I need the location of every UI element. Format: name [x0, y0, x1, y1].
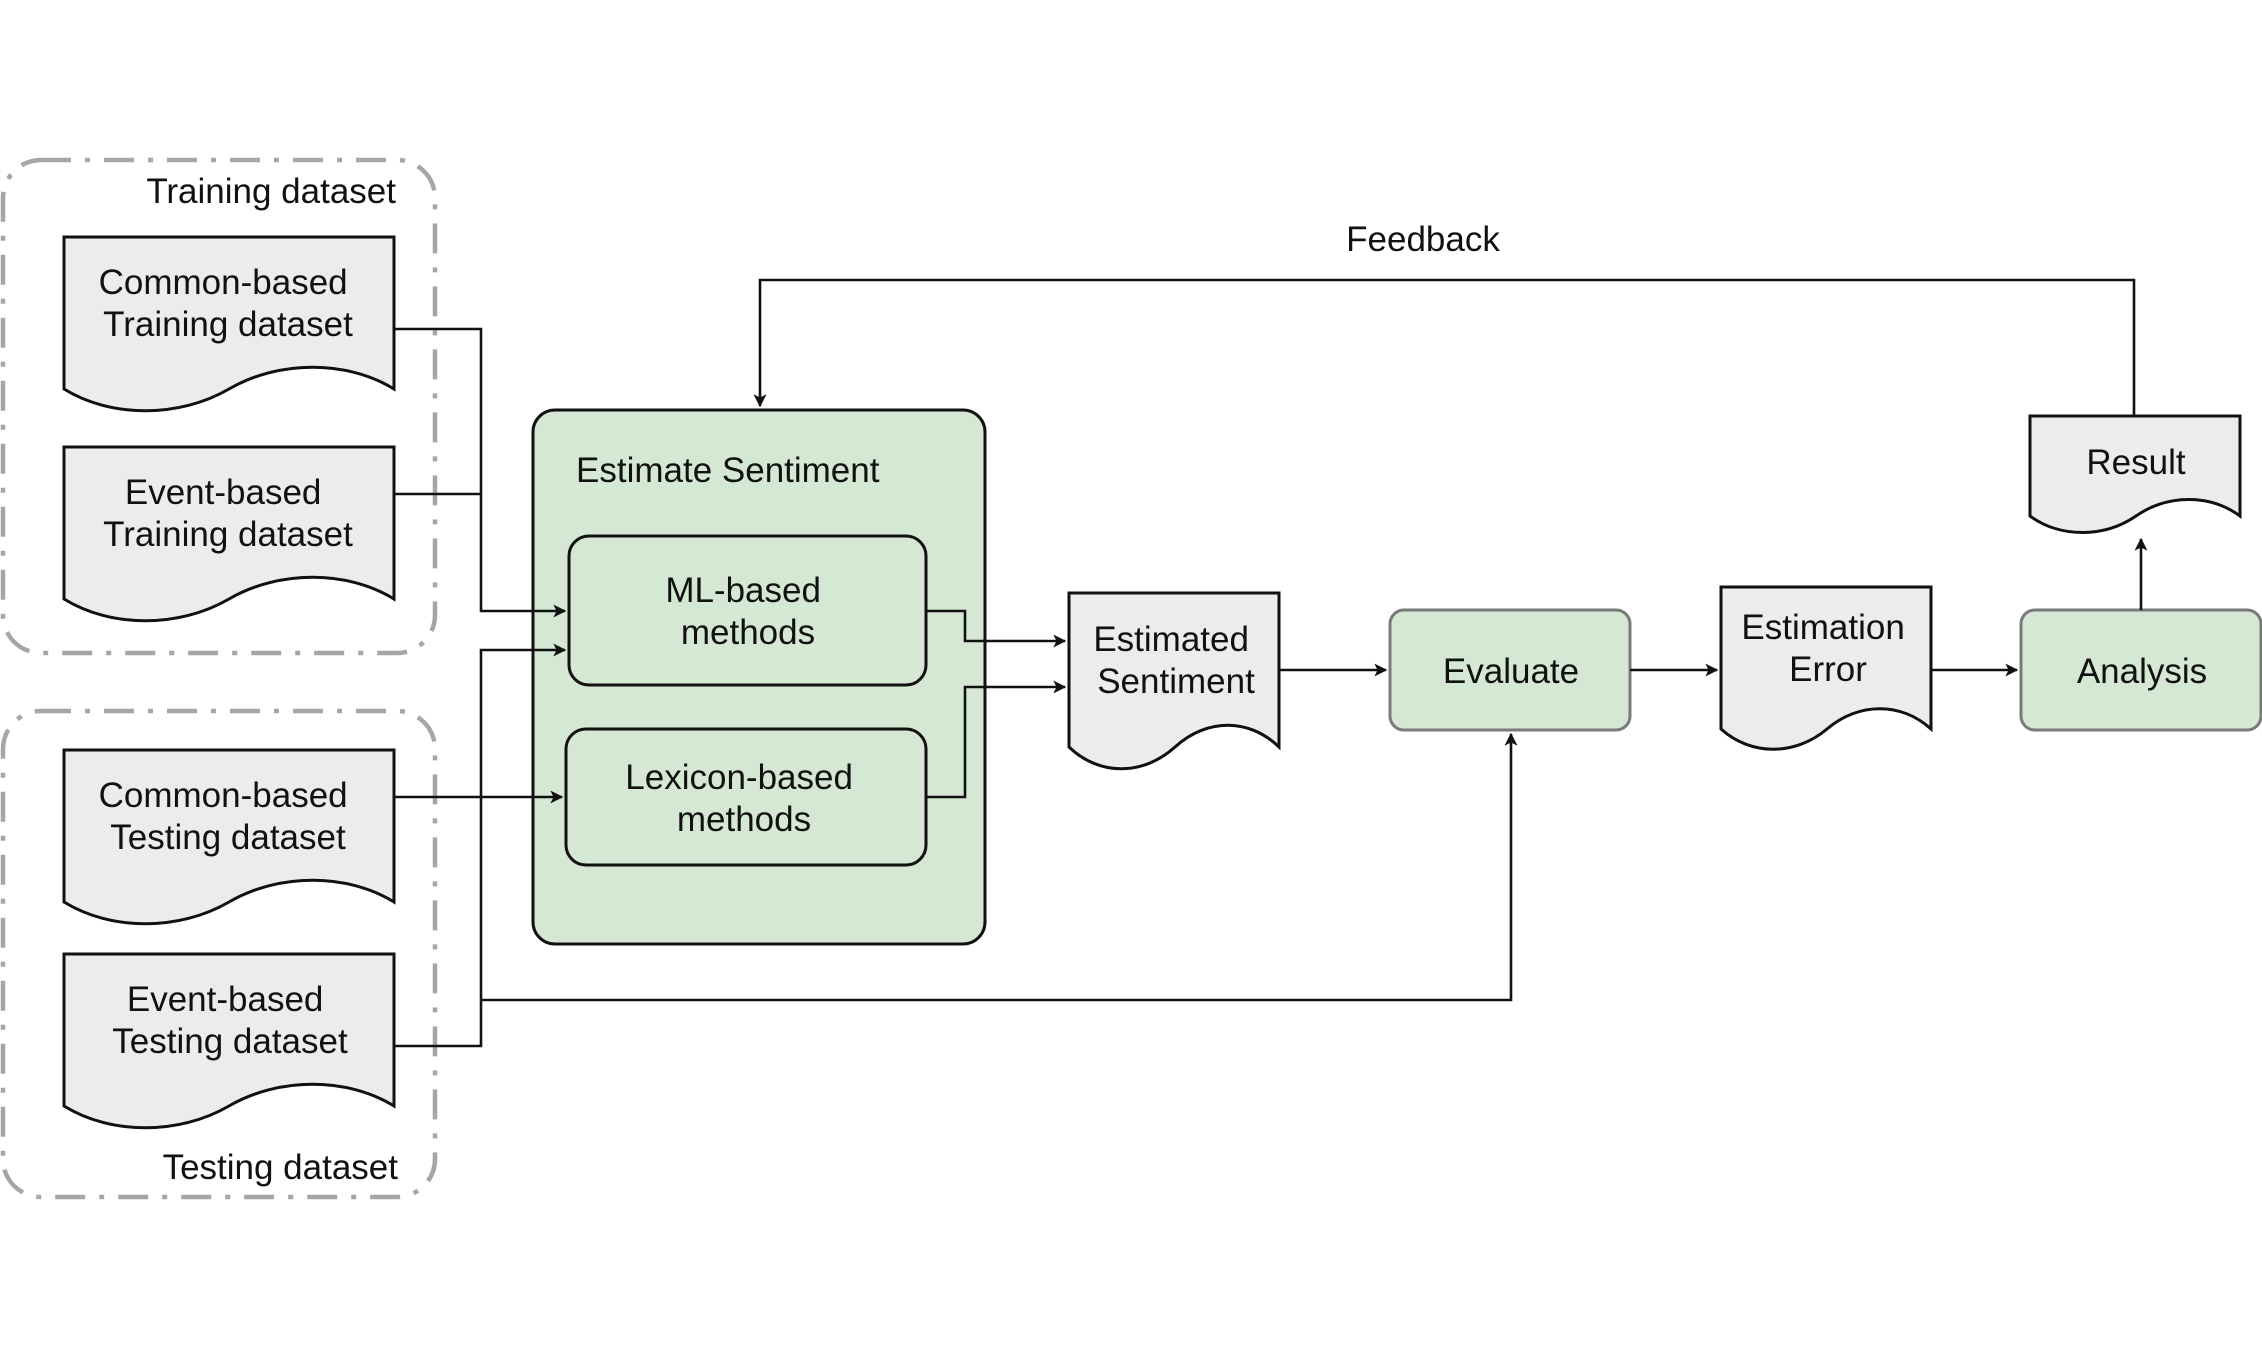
estimation-error-document[interactable]: Estimation Error — [1719, 585, 1933, 751]
testing-dataset-group: Testing dataset — [0, 708, 438, 1200]
result-document[interactable]: Result — [2028, 414, 2242, 534]
svg-text:Event-based Training dat: Event-based Training dataset — [103, 473, 353, 554]
doc-line: Event-based — [127, 980, 324, 1019]
testing-group-label: Testing dataset — [163, 1148, 399, 1187]
edge-ml-to-estimated — [926, 609, 1067, 648]
edge-common-training — [394, 327, 567, 618]
doc-line: Testing dataset — [112, 1022, 348, 1061]
doc-line: Testing dataset — [110, 818, 346, 857]
common-testing-document[interactable]: Common-based Testing dataset — [62, 748, 396, 926]
lexicon-methods-process[interactable]: Lexicon-based methods — [564, 727, 928, 867]
process-line: Lexicon-based — [625, 758, 853, 797]
doc-line: Common-based — [99, 776, 348, 815]
feedback-label: Feedback — [1346, 220, 1500, 259]
estimate-sentiment-title: Estimate Sentiment — [576, 451, 880, 490]
doc-line: Event-based — [125, 473, 322, 512]
svg-text:Result: Result — [2086, 443, 2185, 482]
edge-testing-to-evaluate — [481, 732, 1518, 1002]
analysis-process[interactable]: Analysis — [2019, 608, 2262, 732]
evaluate-process[interactable]: Evaluate — [1388, 608, 1632, 732]
process-line: methods — [681, 613, 815, 652]
doc-line: Sentiment — [1097, 662, 1255, 701]
svg-text:Event-based Testing data: Event-based Testing dataset — [112, 980, 348, 1061]
doc-line: Training dataset — [103, 515, 353, 554]
training-group-label: Training dataset — [146, 172, 396, 211]
estimated-sentiment-document[interactable]: Estimated Sentiment — [1067, 591, 1281, 771]
edge-event-testing — [394, 643, 567, 1048]
svg-text:Common-based Testing dat: Common-based Testing dataset — [99, 776, 358, 857]
svg-text:Lexicon-based methods: Lexicon-based methods — [625, 758, 862, 839]
doc-line: Estimated — [1093, 620, 1249, 659]
doc-line: Error — [1789, 650, 1867, 689]
doc-line: Training dataset — [103, 305, 353, 344]
doc-line: Result — [2086, 443, 2185, 482]
edge-lexicon-to-estimated — [926, 680, 1067, 799]
evaluate-label: Evaluate — [1443, 652, 1579, 691]
connectors — [394, 278, 2148, 1048]
doc-line: Common-based — [99, 263, 348, 302]
training-dataset-group: Training dataset — [0, 157, 438, 656]
svg-text:Estimated Sentiment: Estimated Sentiment — [1093, 620, 1258, 701]
event-training-document[interactable]: Event-based Training dataset — [62, 445, 396, 623]
svg-text:Estimation Error: Estimation Error — [1741, 608, 1914, 689]
event-testing-document[interactable]: Event-based Testing dataset — [62, 952, 396, 1130]
training-group-frame — [0, 157, 438, 656]
svg-text:Common-based Training da: Common-based Training dataset — [99, 263, 358, 344]
process-line: ML-based — [665, 571, 821, 610]
common-training-document[interactable]: Common-based Training dataset — [62, 235, 396, 413]
process-line: methods — [677, 800, 811, 839]
edge-feedback — [753, 278, 2136, 416]
doc-line: Estimation — [1741, 608, 1904, 647]
svg-text:ML-based methods: ML-based methods — [665, 571, 830, 652]
ml-methods-process[interactable]: ML-based methods — [567, 534, 928, 687]
analysis-label: Analysis — [2077, 652, 2207, 691]
